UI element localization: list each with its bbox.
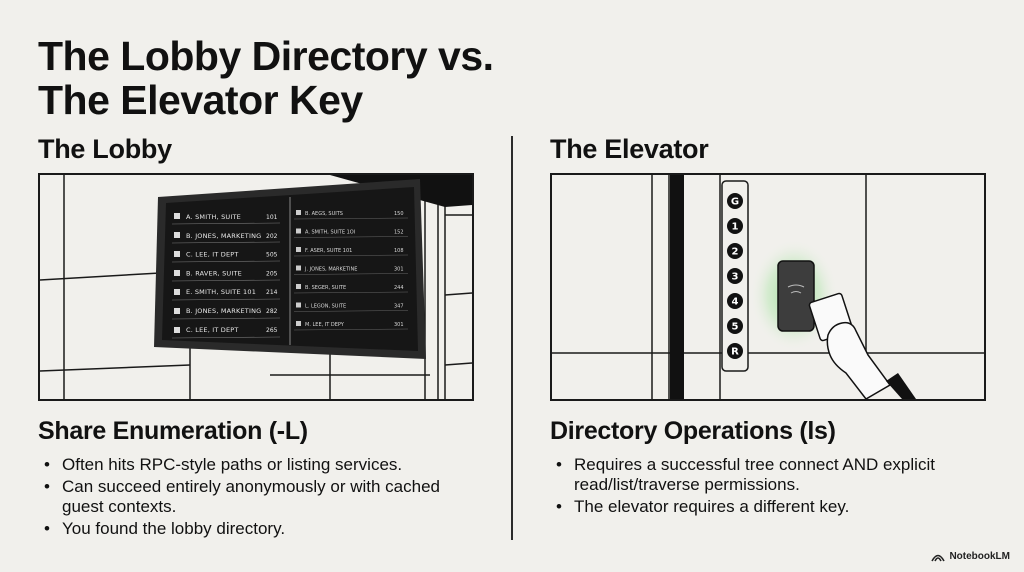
directory-entry-name: L. LEGON, SUITE bbox=[305, 304, 346, 310]
directory-row-icon bbox=[296, 247, 301, 252]
directory-entry-number: 150 bbox=[394, 211, 404, 217]
directory-row-rule bbox=[293, 217, 409, 220]
directory-entry-name: B. SEGER, SUITE bbox=[305, 285, 346, 291]
directory-row-icon bbox=[296, 228, 301, 234]
floor-button-label: 5 bbox=[732, 322, 739, 333]
lobby-bullet: Often hits RPC-style paths or listing se… bbox=[38, 455, 478, 475]
directory-entry-name: C. LEE, IT DEPT bbox=[186, 326, 239, 334]
directory-left-column: A. SMITH, SUITE 101 B. JONES, MARKETING 202… bbox=[171, 213, 281, 339]
lobby-illustration: A. SMITH, SUITE 101 B. JONES, MARKETING 202… bbox=[38, 173, 474, 401]
elevator-bullet: Requires a successful tree connect AND e… bbox=[550, 455, 990, 495]
floor-button-label: 1 bbox=[732, 222, 739, 233]
directory-entry-name: B. JONES, MARKETING bbox=[186, 232, 261, 240]
directory-row-icon bbox=[296, 284, 301, 289]
directory-row-rule bbox=[171, 317, 281, 320]
elevator-heading: The Elevator bbox=[550, 134, 709, 164]
directory-row-rule bbox=[293, 328, 409, 331]
center-divider bbox=[511, 136, 513, 540]
directory-row-icon bbox=[174, 270, 180, 276]
floor-button-label: G bbox=[731, 197, 739, 208]
brand-name: NotebookLM bbox=[949, 551, 1010, 562]
directory-entry-number: 505 bbox=[266, 252, 278, 259]
title-line-1: The Lobby Directory vs. bbox=[38, 33, 494, 79]
directory-row-icon bbox=[174, 289, 180, 295]
directory-right-column: B. AEGS, SUITS 150 A. SMITH, SUITE 1OI 152F… bbox=[293, 210, 409, 331]
directory-row-rule bbox=[293, 273, 409, 275]
elevator-panel-drawing: G 1 2 3 4 5R bbox=[552, 175, 984, 399]
lobby-directory-drawing: A. SMITH, SUITE 101 B. JONES, MARKETING 202… bbox=[40, 175, 472, 399]
directory-entry-number: 202 bbox=[266, 233, 278, 240]
directory-row-rule bbox=[293, 236, 409, 238]
directory-entry-name: A. SMITH, SUITE 1OI bbox=[305, 230, 355, 236]
elevator-bullet: The elevator requires a different key. bbox=[550, 497, 990, 517]
floor-button bbox=[727, 293, 743, 309]
directory-entry-number: 108 bbox=[394, 248, 404, 254]
directory-row-icon bbox=[174, 327, 180, 333]
directory-entry-name: B. RAVER, SUITE bbox=[186, 269, 242, 277]
page-title: The Lobby Directory vs. The Elevator Key bbox=[38, 34, 494, 122]
directory-entry-name: F. ASER, SUITE 101 bbox=[305, 248, 352, 254]
share-enumeration-heading: Share Enumeration (-L) bbox=[38, 417, 308, 445]
directory-entry-name: B. AEGS, SUITS bbox=[305, 211, 343, 217]
directory-row-icon bbox=[174, 251, 180, 257]
directory-entry-name: B. JONES, MARKETING bbox=[186, 307, 261, 315]
elevator-bullet-list: Requires a successful tree connect AND e… bbox=[550, 455, 990, 519]
directory-row-icon bbox=[296, 210, 301, 215]
notebooklm-branding: NotebookLM bbox=[931, 551, 1010, 562]
floor-button-group: G 1 2 3 4 5R bbox=[727, 193, 743, 359]
lobby-heading: The Lobby bbox=[38, 134, 172, 164]
directory-entry-name: A. SMITH, SUITE bbox=[186, 213, 241, 221]
directory-entry-name: C. LEE, IT DEPT bbox=[186, 251, 239, 259]
floor-button-label: 4 bbox=[732, 297, 739, 308]
directory-entry-number: 244 bbox=[394, 285, 404, 291]
floor-button bbox=[727, 343, 743, 359]
directory-row-icon bbox=[296, 321, 301, 326]
directory-entry-number: 152 bbox=[394, 230, 404, 236]
directory-entry-name: E. SMITH, SUITE 101 bbox=[186, 288, 256, 296]
floor-button bbox=[727, 243, 743, 259]
directory-entry-number: 347 bbox=[394, 304, 404, 310]
title-line-2: The Elevator Key bbox=[38, 77, 363, 123]
directory-row-rule bbox=[171, 279, 281, 282]
directory-row-rule bbox=[171, 222, 281, 225]
directory-row-rule bbox=[171, 241, 281, 244]
directory-entry-number: 301 bbox=[394, 322, 404, 328]
directory-row-icon bbox=[174, 308, 180, 314]
directory-row-rule bbox=[293, 254, 409, 257]
directory-row-icon bbox=[296, 265, 301, 271]
notebooklm-logo-icon bbox=[931, 554, 946, 561]
directory-row-icon bbox=[174, 213, 180, 219]
directory-entry-name: J. JONES, MARKETINE bbox=[304, 267, 357, 273]
floor-button bbox=[727, 268, 743, 284]
floor-button-label: R bbox=[731, 347, 739, 358]
directory-row-rule bbox=[293, 291, 409, 294]
directory-row-rule bbox=[171, 260, 281, 263]
directory-entry-name: M. LEE, IT DEPY bbox=[305, 322, 345, 328]
directory-row-rule bbox=[293, 310, 409, 312]
directory-row-icon bbox=[174, 232, 180, 238]
floor-button-label: 2 bbox=[732, 247, 739, 258]
floor-button-label: 3 bbox=[732, 272, 739, 283]
floor-button bbox=[727, 218, 743, 234]
directory-entry-number: 101 bbox=[266, 214, 278, 221]
directory-entry-number: 282 bbox=[266, 308, 278, 315]
directory-row-rule bbox=[171, 298, 281, 301]
directory-entry-number: 265 bbox=[266, 327, 278, 334]
directory-entry-number: 205 bbox=[266, 270, 278, 277]
directory-entry-number: 301 bbox=[394, 267, 404, 273]
directory-operations-heading: Directory Operations (ls) bbox=[550, 417, 836, 445]
directory-row-icon bbox=[296, 302, 301, 308]
lobby-bullet: You found the lobby directory. bbox=[38, 519, 478, 539]
floor-button bbox=[727, 318, 743, 334]
lobby-bullet: Can succeed entirely anonymously or with… bbox=[38, 477, 478, 517]
floor-button bbox=[727, 193, 743, 209]
directory-row-rule bbox=[171, 336, 281, 339]
directory-entry-number: 214 bbox=[266, 289, 278, 296]
lobby-bullet-list: Often hits RPC-style paths or listing se… bbox=[38, 455, 478, 541]
